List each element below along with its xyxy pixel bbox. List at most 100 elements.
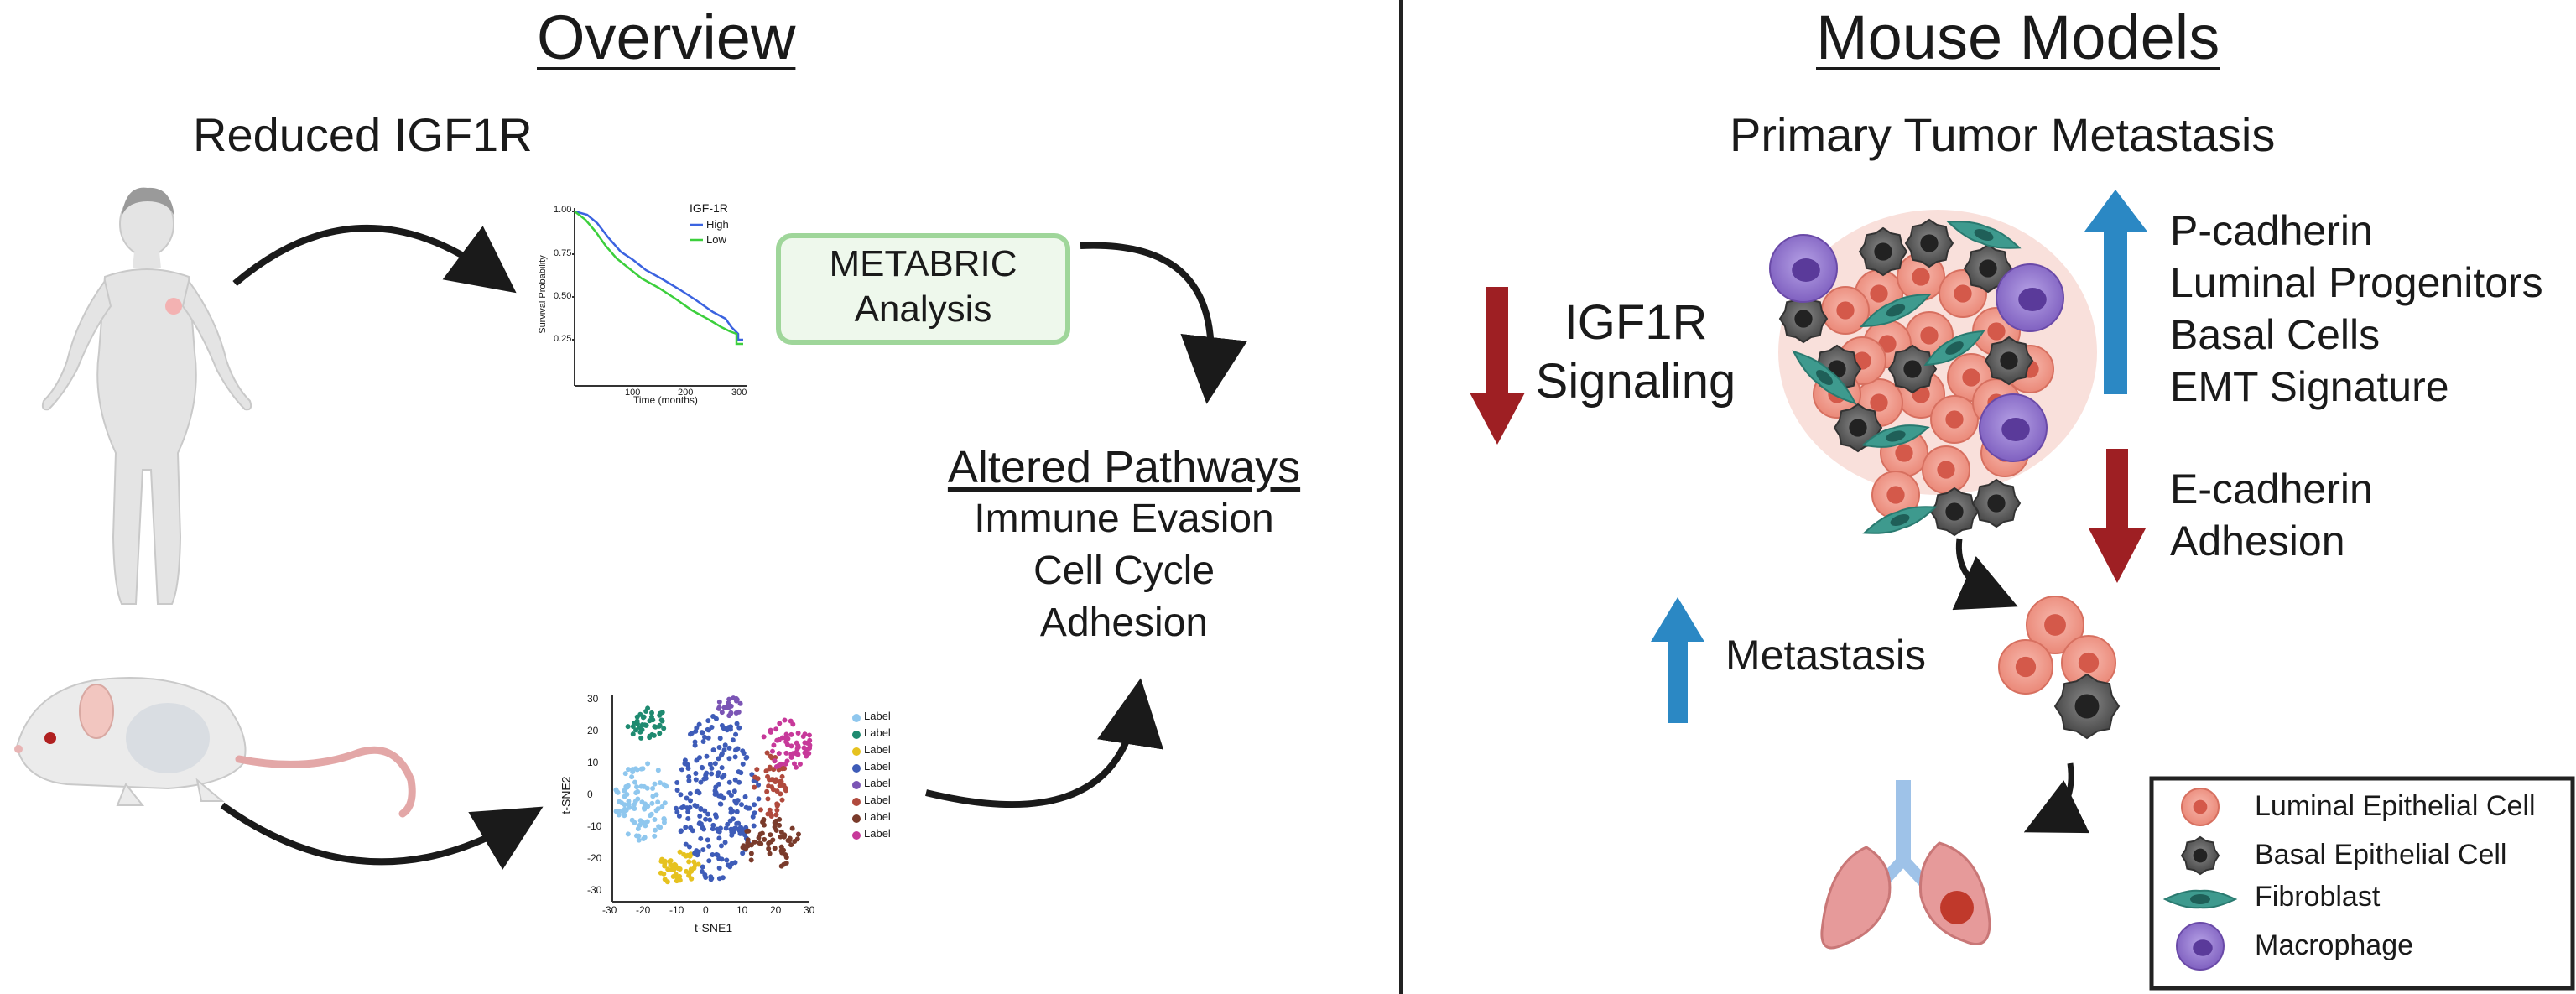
tsne-point (797, 761, 803, 767)
tsne-point (748, 851, 754, 856)
tsne-point (652, 833, 658, 839)
tsne-y-axis-label: t-SNE2 (559, 776, 573, 814)
tsne-point (716, 705, 721, 711)
tsne-point (629, 774, 635, 780)
tsne-point (732, 754, 738, 760)
tsne-point (685, 809, 691, 814)
tsne-point (723, 825, 729, 831)
tsne-point (729, 861, 735, 866)
tsne-point (687, 791, 693, 797)
tsne-point (622, 794, 627, 799)
tsne-point (778, 848, 784, 854)
tsne-point (782, 717, 788, 723)
tsne-point (647, 813, 653, 819)
tsne-point (710, 747, 716, 753)
arrow-human-to-km (232, 225, 517, 294)
tsne-point (731, 695, 736, 701)
tsne-point (707, 817, 713, 823)
tsne-point (634, 714, 640, 720)
tsne-point (710, 826, 716, 832)
tsne-point (744, 828, 750, 834)
tsne-point (738, 802, 744, 808)
overview-title: Overview (537, 3, 796, 72)
tsne-point (778, 791, 783, 797)
tsne-point (622, 771, 628, 777)
tsne-point (788, 752, 794, 757)
tsne-point (754, 767, 760, 773)
tsne-point (644, 819, 650, 825)
section-divider (1399, 0, 1403, 994)
tsne-point (718, 793, 724, 799)
tsne-point (695, 861, 701, 867)
tsne-point (661, 815, 667, 821)
tsne-y-tick: -10 (587, 820, 602, 832)
tsne-point (765, 811, 771, 817)
tsne-x-tick: 0 (703, 904, 709, 916)
tsne-point (731, 788, 737, 794)
tsne-point (686, 859, 692, 865)
altered-pathways-block: Altered Pathways Immune Evasion Cell Cyc… (906, 441, 1342, 649)
tsne-point (721, 705, 727, 710)
km-legend-title: IGF-1R (690, 201, 728, 215)
tsne-point (776, 751, 782, 757)
tsne-point (705, 718, 711, 724)
tsne-point (747, 805, 752, 811)
tsne-point (769, 748, 775, 754)
tsne-point (673, 805, 679, 811)
tsne-point (662, 800, 668, 806)
tsne-point (788, 842, 794, 848)
tsne-point (801, 745, 807, 751)
tsne-point (626, 802, 632, 808)
km-x-axis-label: Time (months) (633, 394, 698, 406)
tsne-point (699, 730, 705, 736)
tsne-point (761, 734, 767, 740)
tsne-point (699, 868, 705, 874)
tsne-legend-swatch (852, 764, 861, 773)
tsne-point (633, 727, 639, 733)
tsne-point (767, 851, 773, 856)
tsne-point (794, 740, 799, 746)
tsne-point (623, 807, 629, 813)
tsne-point (784, 742, 790, 747)
tsne-point (684, 762, 690, 768)
tsne-point (652, 817, 658, 823)
tsne-point (773, 812, 779, 818)
km-legend-low: Low (706, 233, 726, 246)
tsne-point (777, 721, 783, 726)
arrow-tumor-to-cluster (1952, 538, 2018, 611)
tsne-point (700, 825, 705, 830)
km-plot (572, 208, 747, 387)
marker-item: Adhesion (2170, 518, 2345, 565)
tsne-point (622, 802, 627, 808)
tsne-point (807, 742, 813, 748)
tsne-point (709, 771, 715, 777)
tsne-point (622, 813, 627, 819)
tsne-point (702, 734, 708, 740)
tsne-legend-swatch (852, 731, 861, 739)
tsne-point (736, 779, 742, 785)
tsne-point (661, 871, 667, 877)
tsne-plot (611, 695, 813, 903)
tsne-point (732, 777, 738, 783)
tsne-point (664, 879, 670, 885)
tsne-point (653, 792, 659, 798)
fibroblast-icon (1923, 330, 1985, 367)
tsne-point (653, 724, 658, 730)
tsne-point (693, 770, 699, 776)
tsne-point (779, 773, 785, 779)
tsne-point (725, 821, 731, 827)
up-markers-list: P-cadherin Luminal Progenitors Basal Cel… (2170, 205, 2543, 413)
tsne-point (774, 803, 780, 809)
tsne-point (736, 769, 742, 775)
marker-item: EMT Signature (2170, 363, 2449, 410)
tsne-point (778, 761, 784, 767)
tsne-point (649, 710, 655, 716)
tsne-point (709, 765, 715, 771)
fibroblast-icon (1859, 293, 1933, 328)
tsne-legend-label: Label (864, 794, 891, 806)
tsne-legend-swatch (852, 831, 861, 840)
igf1r-down-arrow (1470, 287, 1525, 445)
tsne-point (704, 753, 710, 759)
tsne-point (764, 750, 770, 756)
